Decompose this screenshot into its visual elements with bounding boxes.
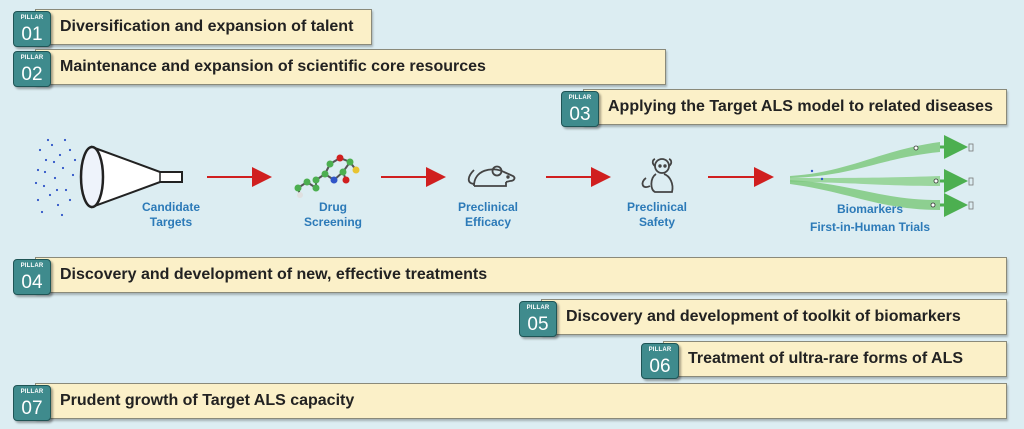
pillar-badge-label: PILLAR <box>526 305 550 311</box>
pillar-text: Prudent growth of Target ALS capacity <box>60 392 355 409</box>
pillar-bar: Diversification and expansion of talent <box>35 9 372 45</box>
pillar-badge: PILLAR 07 <box>13 385 51 421</box>
pillar-01: Diversification and expansion of talent … <box>13 9 372 47</box>
pillar-03: Applying the Target ALS model to related… <box>561 89 1007 127</box>
stage-line1: Drug <box>319 200 347 214</box>
pillar-badge-label: PILLAR <box>20 55 44 61</box>
stage-label-biomarkers-trials: Biomarkers First-in-Human Trials <box>795 200 945 236</box>
pillar-bar: Discovery and development of new, effect… <box>35 257 1007 293</box>
stage-line2: Targets <box>149 215 193 229</box>
stage-line2: First-in-Human Trials <box>809 220 931 234</box>
pillar-07: Prudent growth of Target ALS capacity PI… <box>13 383 1007 421</box>
pillar-badge: PILLAR 04 <box>13 259 51 295</box>
pillar-bar: Treatment of ultra-rare forms of ALS <box>663 341 1007 377</box>
stage-line1: Preclinical <box>626 200 688 214</box>
pillar-badge-label: PILLAR <box>20 15 44 21</box>
stage-label-preclinical-efficacy: Preclinical Efficacy <box>448 200 528 230</box>
mouse-icon <box>467 165 516 187</box>
stage-label-candidate-targets: Candidate Targets <box>131 200 211 230</box>
pillar-number: 04 <box>21 272 43 293</box>
pillar-badge: PILLAR 02 <box>13 51 51 87</box>
pipeline-diagram <box>34 135 974 217</box>
pillar-number: 01 <box>21 24 43 45</box>
pillar-04: Discovery and development of new, effect… <box>13 257 1007 295</box>
stage-line1: Preclinical <box>457 200 519 214</box>
pillar-06: Treatment of ultra-rare forms of ALS PIL… <box>641 341 1007 379</box>
trial-branches-icon <box>790 135 974 217</box>
stage-line1: Candidate <box>141 200 200 214</box>
pillar-badge-label: PILLAR <box>20 389 44 395</box>
monkey-icon <box>641 158 674 193</box>
stage-label-preclinical-safety: Preclinical Safety <box>617 200 697 230</box>
pillar-number: 07 <box>21 398 43 419</box>
pillar-badge: PILLAR 06 <box>641 343 679 379</box>
pillar-number: 06 <box>649 356 671 377</box>
pillar-text: Discovery and development of toolkit of … <box>566 308 961 325</box>
pillar-number: 03 <box>569 104 591 125</box>
funnel-icon <box>34 138 183 217</box>
pillar-text: Maintenance and expansion of scientific … <box>60 58 486 75</box>
stage-line2: Efficacy <box>464 215 512 229</box>
stage-line2: Screening <box>303 215 363 229</box>
pillar-badge: PILLAR 05 <box>519 301 557 337</box>
pillar-bar: Prudent growth of Target ALS capacity <box>35 383 1007 419</box>
pillar-bar: Applying the Target ALS model to related… <box>583 89 1007 125</box>
pillar-badge: PILLAR 01 <box>13 11 51 47</box>
pillar-bar: Discovery and development of toolkit of … <box>541 299 1007 335</box>
molecule-icon <box>294 154 360 198</box>
pillar-text: Treatment of ultra-rare forms of ALS <box>688 350 964 367</box>
pillar-number: 05 <box>527 314 549 335</box>
pillar-text: Diversification and expansion of talent <box>60 18 354 35</box>
pillar-badge-label: PILLAR <box>648 347 672 353</box>
pillar-number: 02 <box>21 64 43 85</box>
pillar-text: Discovery and development of new, effect… <box>60 266 488 283</box>
stage-label-drug-screening: Drug Screening <box>293 200 373 230</box>
pillar-05: Discovery and development of toolkit of … <box>519 299 1007 337</box>
pillar-02: Maintenance and expansion of scientific … <box>13 49 666 87</box>
pillar-badge-label: PILLAR <box>568 95 592 101</box>
stage-line2: Safety <box>638 215 676 229</box>
pillar-bar: Maintenance and expansion of scientific … <box>35 49 666 85</box>
pillar-badge: PILLAR 03 <box>561 91 599 127</box>
pillar-badge-label: PILLAR <box>20 263 44 269</box>
stage-line1: Biomarkers <box>836 202 904 216</box>
pillar-text: Applying the Target ALS model to related… <box>608 98 993 115</box>
